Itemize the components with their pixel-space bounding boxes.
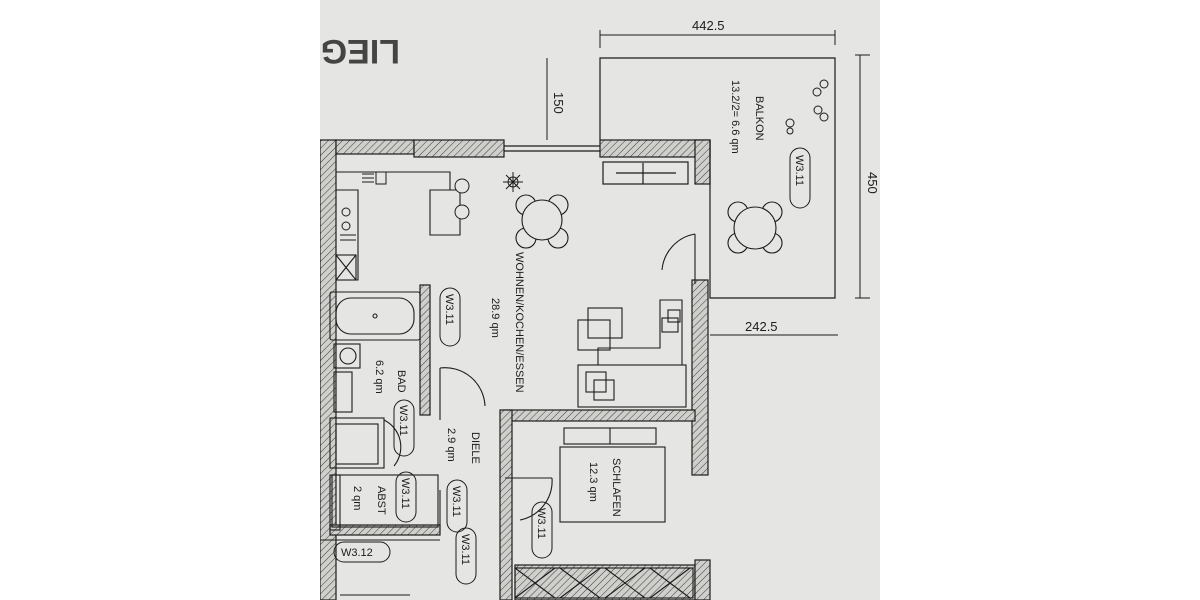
door-swing-living	[661, 233, 696, 284]
schlafen-tag: W3.11	[535, 508, 547, 539]
kitchen-counter	[335, 171, 461, 281]
dining-table-set	[515, 194, 569, 249]
abst-label: ABST	[375, 486, 387, 515]
bad-label: BAD	[395, 370, 407, 393]
schlafen-label: SCHLAFEN	[610, 458, 622, 517]
diele-area: 2.9 qm	[445, 428, 457, 462]
bed	[559, 427, 666, 523]
wall-bad-right	[419, 284, 431, 416]
balkon-area: 13.2/2= 6.6 qm	[729, 80, 741, 154]
hall-tag-1-border	[446, 479, 468, 533]
wohnen-area: 28.9 qm	[489, 298, 501, 338]
dimension-lines	[546, 30, 870, 336]
dim-wall-offset: 150	[551, 92, 566, 114]
floor-plan-sheet: LIEG 442.5 450 150 242.5	[320, 0, 880, 600]
coffee-tables	[577, 307, 623, 351]
neighbor-tag: W3.12	[341, 547, 373, 559]
wall-top-left	[335, 139, 415, 155]
hall-tag-1: W3.11	[450, 486, 462, 517]
faded-mark: LIEG	[321, 32, 400, 70]
bar-stools	[454, 178, 470, 220]
sink-icon	[362, 171, 387, 185]
plant-icon	[503, 172, 523, 192]
balkon-label: BALKON	[753, 96, 765, 141]
dim-lower-offset: 242.5	[745, 319, 778, 334]
schlafen-area: 12.3 qm	[587, 462, 599, 502]
floor-plan-drawing: LIEG 442.5 450 150 242.5	[320, 18, 880, 600]
bad-area: 6.2 qm	[373, 360, 385, 394]
dim-balcony-width: 442.5	[692, 18, 725, 33]
balcony-plants	[785, 79, 829, 135]
door-swings-hall	[439, 367, 553, 530]
wall-bottom-right	[694, 559, 711, 600]
abst-tag: W3.11	[399, 478, 411, 509]
neighbor-unit	[320, 539, 440, 596]
wall-bottom	[514, 564, 696, 600]
balcony	[599, 57, 836, 299]
wall-right-upper	[694, 139, 711, 185]
hall-tag-2: W3.11	[459, 534, 471, 565]
wohnen-tag-border	[439, 287, 461, 347]
bathroom-fixtures	[329, 291, 421, 531]
wall-top-right	[599, 139, 711, 158]
bad-tag-border	[393, 399, 415, 457]
abst-tag-border	[395, 471, 417, 523]
dim-balcony-depth: 450	[865, 172, 880, 194]
wohnen-label: WOHNEN/KOCHEN/ESSEN	[513, 252, 525, 393]
walls	[320, 139, 711, 600]
wall-top-mid	[413, 139, 505, 158]
wall-right-lower	[691, 279, 709, 476]
wall-schlafen-left	[499, 409, 513, 600]
stove-icon	[340, 207, 356, 241]
hall-tag-2-border	[455, 527, 477, 585]
wohnen-tag: W3.11	[443, 294, 455, 325]
bad-tag: W3.11	[397, 405, 409, 436]
window-lines	[504, 145, 600, 152]
neighbor-tag-border	[333, 541, 391, 563]
abst-room	[331, 474, 439, 528]
abst-area: 2 qm	[351, 486, 363, 510]
diele-label: DIELE	[469, 432, 481, 464]
sofa	[577, 299, 687, 408]
wall-schlafen-top	[504, 409, 696, 422]
balkon-tag-border	[789, 147, 811, 209]
wardrobe	[514, 567, 694, 599]
balcony-table-set	[727, 201, 783, 254]
schlafen-tag-border	[531, 501, 553, 559]
balkon-tag: W3.11	[793, 155, 805, 186]
